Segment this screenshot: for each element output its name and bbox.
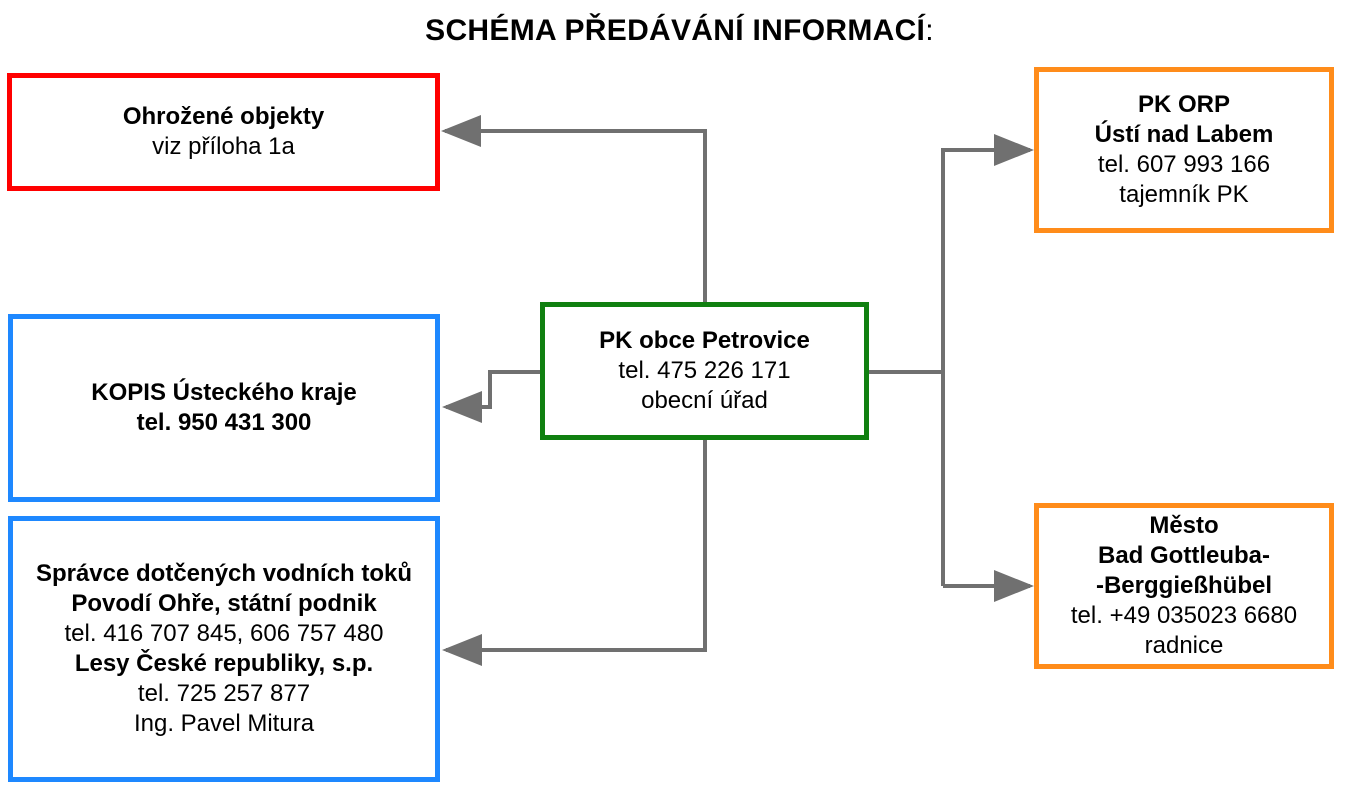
center-box: PK obce Petrovice tel. 475 226 171 obecn… bbox=[540, 302, 869, 440]
town-box: Město Bad Gottleuba- -Berggießhübel tel.… bbox=[1034, 503, 1334, 669]
town-label: Město bbox=[1149, 512, 1219, 539]
arrow-to-kopis bbox=[442, 370, 542, 423]
diagram-title: SCHÉMA PŘEDÁVÁNÍ INFORMACÍ: bbox=[0, 14, 1359, 48]
center-title: PK obce Petrovice bbox=[599, 327, 810, 354]
threatened-objects-title: Ohrožené objekty bbox=[122, 103, 325, 130]
kopis-box: KOPIS Ústeckého kraje tel. 950 431 300 bbox=[8, 314, 440, 502]
water-managers-povodi: Povodí Ohře, státní podnik bbox=[71, 590, 377, 617]
town-name-part2: -Berggießhübel bbox=[1095, 572, 1272, 599]
water-managers-lesy-phone: tel. 725 257 877 bbox=[137, 680, 311, 707]
arrow-to-water-managers bbox=[442, 440, 707, 666]
threatened-objects-note: viz příloha 1a bbox=[152, 133, 295, 160]
pk-orp-role: tajemník PK bbox=[1119, 181, 1249, 208]
diagram-title-text: SCHÉMA PŘEDÁVÁNÍ INFORMACÍ bbox=[425, 14, 926, 47]
water-managers-lesy: Lesy České republiky, s.p. bbox=[74, 650, 374, 677]
center-note: obecní úřad bbox=[641, 387, 768, 414]
water-managers-povodi-phone: tel. 416 707 845, 606 757 480 bbox=[64, 620, 384, 647]
center-phone: tel. 475 226 171 bbox=[618, 357, 791, 384]
pk-orp-city: Ústí nad Labem bbox=[1094, 121, 1274, 148]
kopis-title: KOPIS Ústeckého kraje bbox=[91, 379, 357, 406]
town-office: radnice bbox=[1144, 632, 1224, 659]
diagram-title-colon: : bbox=[925, 14, 934, 47]
water-managers-contact-person: Ing. Pavel Mitura bbox=[133, 710, 315, 737]
town-phone: tel. +49 035023 6680 bbox=[1070, 602, 1298, 629]
pk-orp-title: PK ORP bbox=[1137, 91, 1230, 118]
arrow-to-pk-orp bbox=[941, 134, 1034, 586]
arrow-to-threatened-objects bbox=[441, 115, 707, 302]
water-managers-box: Správce dotčených vodních toků Povodí Oh… bbox=[8, 516, 440, 782]
water-managers-heading: Správce dotčených vodních toků bbox=[35, 560, 413, 587]
kopis-phone: tel. 950 431 300 bbox=[136, 409, 312, 436]
threatened-objects-box: Ohrožené objekty viz příloha 1a bbox=[7, 73, 440, 191]
pk-orp-phone: tel. 607 993 166 bbox=[1097, 151, 1271, 178]
pk-orp-box: PK ORP Ústí nad Labem tel. 607 993 166 t… bbox=[1034, 67, 1334, 233]
town-name-part1: Bad Gottleuba- bbox=[1098, 542, 1270, 569]
